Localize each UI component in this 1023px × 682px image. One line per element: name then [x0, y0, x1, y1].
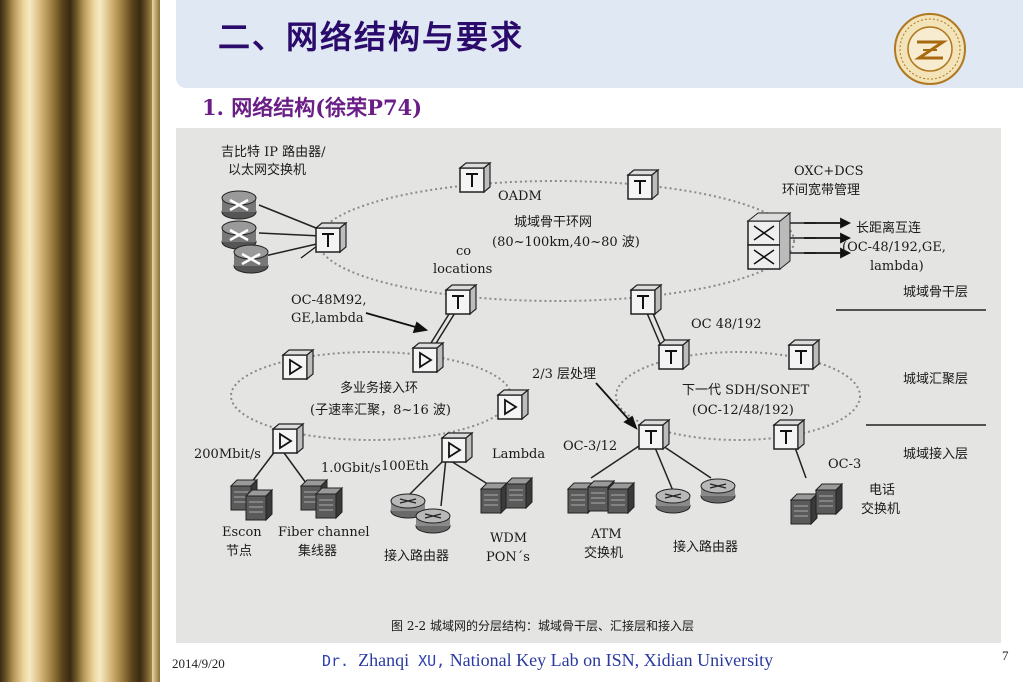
access-node-icon — [441, 432, 473, 463]
phone-switch-label: 电话交换机 — [861, 483, 900, 517]
footer-credit: Dr. Zhanqi XU, National Key Lab on ISN, … — [322, 650, 773, 671]
network-diagram: 吉比特 IP 路由器/以太网交换机 OADM 城域骨干环网(80~100km,4… — [194, 144, 986, 633]
router-icon — [655, 488, 691, 514]
sdh-node-icon — [658, 339, 690, 370]
sdh-node-icon — [788, 339, 820, 370]
credit-lab: National Key Lab on ISN, Xidian Universi… — [449, 650, 774, 670]
router-group-label: 吉比特 IP 路由器/以太网交换机 — [221, 144, 326, 178]
rate-200-label: 200Mbit/s — [194, 447, 261, 462]
wdm-pon-icon — [505, 477, 533, 509]
lambda-label: Lambda — [492, 447, 545, 462]
oc3-label: OC-3 — [828, 457, 861, 472]
page-number: 7 — [1002, 648, 1009, 663]
multi-service-ring-label: 多业务接入环(子速率汇聚，8~16 波) — [310, 380, 451, 418]
oadm-node-icon — [445, 284, 477, 315]
phone-switch-icon — [790, 493, 818, 525]
rate-1g-label: 1.0Gbit/s — [321, 461, 381, 476]
credit-name: Zhanqi — [358, 650, 410, 670]
layer23-label: 2/3 层处理 — [532, 367, 596, 382]
sdh-sonet-ring — [615, 351, 861, 441]
access-node-icon — [282, 349, 314, 380]
credit-xu: XU, — [418, 652, 446, 670]
section-subtitle: 1. 网络结构(徐荣P74) — [202, 95, 423, 120]
oxc-switch-icon — [746, 211, 792, 270]
sdh-node-icon — [638, 419, 670, 450]
oadm-node-icon — [630, 284, 662, 315]
access-router-right-label: 接入路由器 — [673, 539, 738, 555]
oadm-label: OADM — [498, 189, 542, 204]
sdh-node-icon — [773, 419, 805, 450]
atm-switch-icon — [607, 482, 635, 514]
sdh-ring-label: 下一代 SDH/SONET(OC-12/48/192) — [682, 383, 810, 418]
oadm-node-icon — [315, 222, 347, 253]
network-diagram-figure: 吉比特 IP 路由器/以太网交换机 OADM 城域骨干环网(80~100km,4… — [176, 128, 1001, 643]
oc3-12-label: OC-3/12 — [563, 439, 617, 454]
access-node-icon — [497, 389, 529, 420]
layer-core-label: 城域骨干层 — [903, 285, 968, 300]
oc48-192-label: OC 48/192 — [691, 317, 761, 332]
core-ring-label: 城域骨干环网(80~100km,40~80 波) — [492, 215, 640, 250]
credit-dr: Dr. — [322, 652, 350, 670]
access-router-left-label: 接入路由器 — [384, 548, 449, 564]
slide-title: 二、网络结构与要求 — [218, 18, 525, 56]
decorative-left-bar — [0, 0, 160, 682]
router-icon — [700, 478, 736, 504]
annotation-arrows — [300, 217, 852, 430]
fiber-channel-hub-icon — [315, 487, 343, 519]
escon-server-icon — [245, 489, 273, 521]
access-node-icon — [412, 342, 444, 373]
oadm-node-icon — [459, 162, 491, 193]
ip-router-stack — [220, 189, 270, 275]
title-band — [176, 0, 1023, 88]
footer-date: 2014/9/20 — [172, 656, 225, 671]
figure-caption: 图 2-2 城域网的分层结构：城域骨干层、汇接层和接入层 — [391, 618, 694, 633]
layer-access-label: 城域接入层 — [903, 446, 968, 462]
oadm-node-icon — [627, 169, 659, 200]
eth100-label: 100Eth — [381, 459, 430, 474]
access-node-icon — [272, 423, 304, 454]
long-haul-label: 长距离互连(OC-48/192,GE,lambda) — [842, 220, 946, 274]
oc48m92-label: OC-48M92,GE,lambda — [291, 293, 367, 326]
layer-aggregation-label: 城域汇聚层 — [903, 372, 968, 387]
router-icon — [415, 508, 451, 534]
wdm-pon-icon — [480, 482, 508, 514]
multi-service-access-ring — [230, 351, 512, 441]
phone-switch-icon — [815, 483, 843, 515]
university-seal-icon — [894, 13, 966, 85]
